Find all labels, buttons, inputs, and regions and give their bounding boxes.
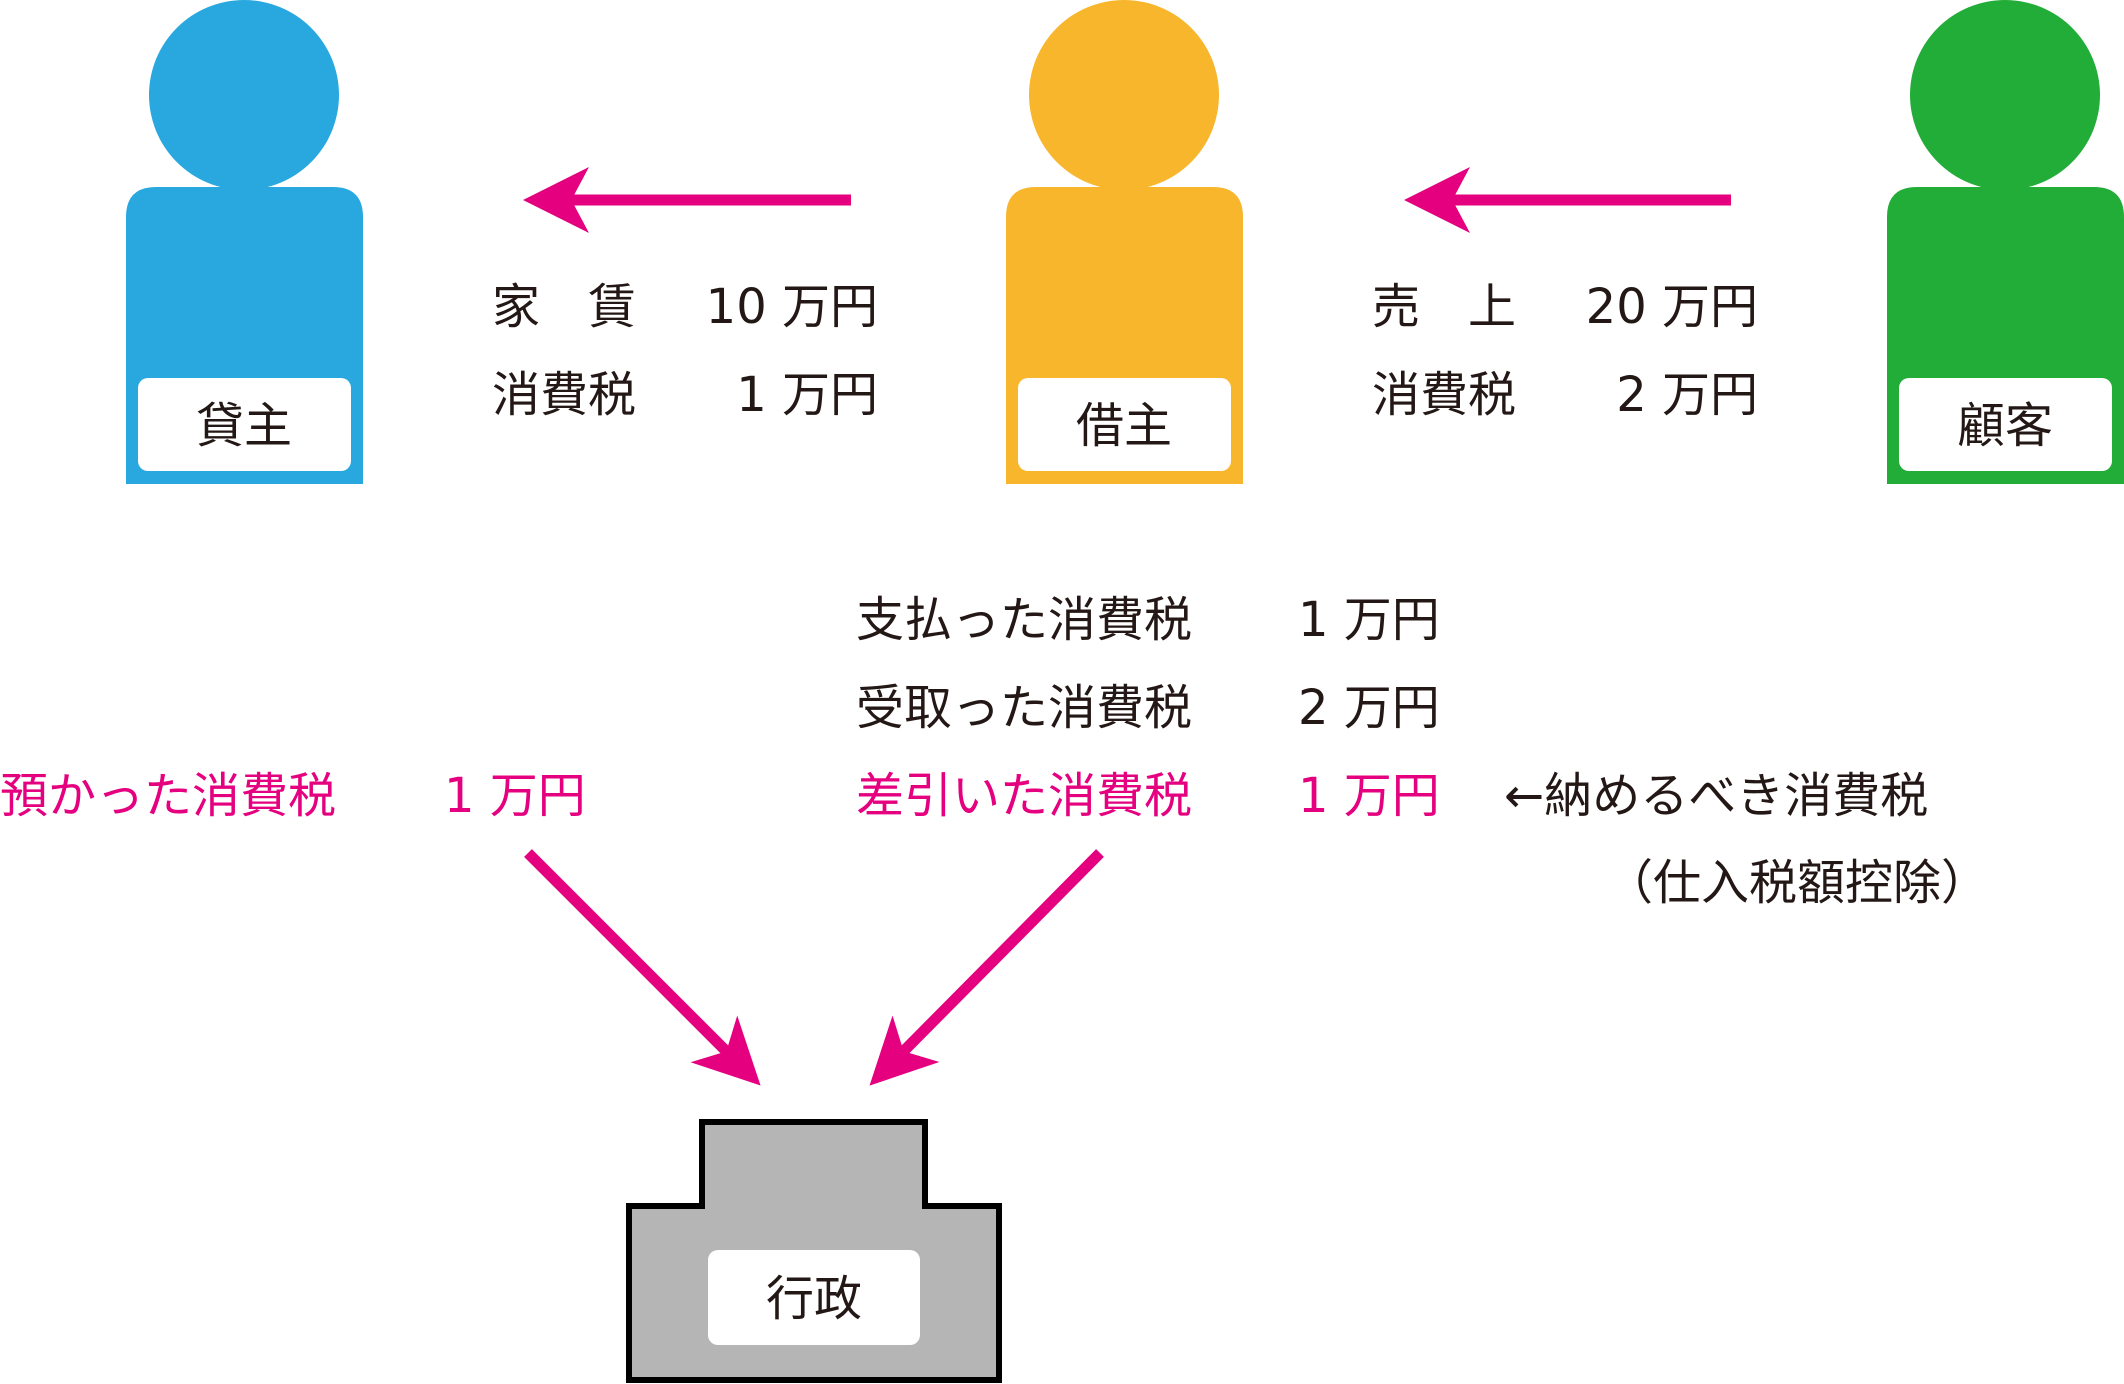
- lender-head: [149, 0, 339, 190]
- government-building: 行政: [626, 1119, 1002, 1383]
- rent-tax-amount: 1 万円: [736, 367, 878, 423]
- note-line-1: ←納めるべき消費税: [1504, 768, 1928, 824]
- net-tax-label: 差引いた消費税: [856, 768, 1192, 824]
- borrower-head: [1029, 0, 1219, 190]
- lender-figure: 貸主: [126, 0, 363, 484]
- lender-label-box: [138, 378, 351, 471]
- lender-tax-label: 預かった消費税: [0, 768, 336, 824]
- borrower-label-box: [1018, 378, 1231, 471]
- sales-label: 売 上: [1372, 279, 1516, 335]
- received-tax-amount: 2 万円: [1298, 680, 1440, 736]
- lender-tax-amount: 1 万円: [444, 768, 586, 824]
- rent-tax-label: 消費税: [492, 367, 636, 423]
- sales-tax-label: 消費税: [1372, 367, 1516, 423]
- sales-tax-amount: 2 万円: [1616, 367, 1758, 423]
- received-tax-label: 受取った消費税: [856, 680, 1192, 736]
- net-tax-amount: 1 万円: [1298, 768, 1440, 824]
- borrower-label: 借主: [1076, 398, 1172, 454]
- lender-to-government-arrow: [524, 849, 761, 1086]
- paid-tax-amount: 1 万円: [1298, 592, 1440, 648]
- rent-amount: 10 万円: [706, 279, 878, 335]
- rent-label: 家 賃: [492, 279, 636, 335]
- paid-tax-label: 支払った消費税: [856, 592, 1192, 648]
- government-label-box: [708, 1250, 920, 1345]
- lender-label: 貸主: [196, 398, 292, 454]
- customer-label-box: [1899, 378, 2112, 471]
- borrower-to-government-arrow: [869, 849, 1104, 1086]
- borrower-figure: 借主: [1006, 0, 1243, 484]
- sales-amount: 20 万円: [1586, 279, 1758, 335]
- customer-head: [1910, 0, 2100, 190]
- customer-label: 顧客: [1957, 398, 2053, 454]
- government-label: 行政: [766, 1271, 862, 1327]
- customer-figure: 顧客: [1887, 0, 2124, 484]
- note-line-2: （仕入税額控除）: [1605, 855, 1989, 911]
